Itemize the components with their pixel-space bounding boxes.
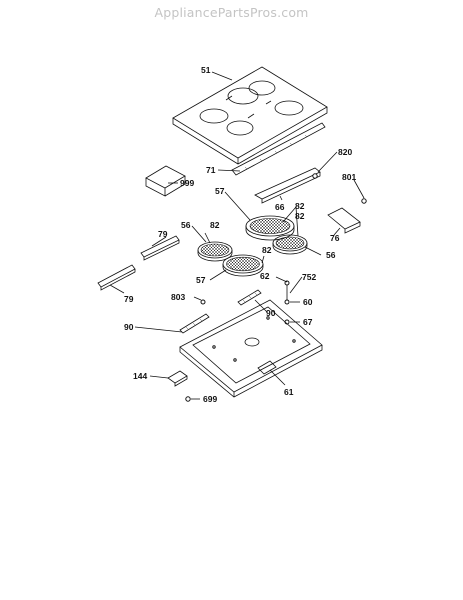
label-62: 62 (260, 271, 270, 281)
label-67: 67 (303, 317, 313, 327)
bracket-90-center-part[interactable] (237, 289, 262, 306)
label-56-left: 56 (181, 220, 191, 230)
bracket-144-part[interactable] (167, 370, 188, 387)
label-820: 820 (338, 147, 352, 157)
bracket-90-left-part[interactable] (179, 313, 210, 334)
label-57-upper: 57 (215, 186, 225, 196)
label-57-lower: 57 (196, 275, 206, 285)
label-66: 66 (275, 202, 285, 212)
leader-lines (109, 71, 365, 400)
label-82-upper-a: 82 (295, 201, 305, 211)
label-90-center: 90 (266, 308, 276, 318)
label-56-right: 56 (326, 250, 336, 260)
element-57-upper-part[interactable] (245, 215, 295, 241)
label-71: 71 (206, 165, 216, 175)
cooktop-glass-part[interactable] (172, 66, 328, 165)
kit-box-part[interactable] (145, 165, 186, 197)
label-144: 144 (133, 371, 147, 381)
label-803: 803 (171, 292, 185, 302)
site-watermark: AppliancePartsPros.com (154, 5, 309, 20)
label-76: 76 (330, 233, 340, 243)
label-79-upper: 79 (158, 229, 168, 239)
terminal-block-part[interactable] (327, 207, 361, 234)
part-labels: 51 820 71 999 801 57 66 82 82 76 79 56 8… (124, 65, 356, 404)
fastener-60-part[interactable] (284, 299, 290, 305)
label-90-left: 90 (124, 322, 134, 332)
burner-box-part[interactable] (179, 299, 323, 398)
label-79-lower: 79 (124, 294, 134, 304)
element-56-right-part[interactable] (272, 234, 308, 255)
label-51: 51 (201, 65, 211, 75)
rear-trim-strip-part[interactable] (231, 122, 326, 176)
label-999: 999 (180, 178, 194, 188)
side-bracket-79-upper-part[interactable] (140, 235, 180, 261)
side-bracket-79-lower-part[interactable] (97, 264, 136, 291)
fastener-803-part[interactable] (200, 299, 206, 305)
bracket-part[interactable] (254, 167, 321, 204)
element-56-left-part[interactable] (197, 241, 233, 262)
label-82-upper-b: 82 (295, 211, 305, 221)
label-61: 61 (284, 387, 294, 397)
label-699: 699 (203, 394, 217, 404)
label-82-left: 82 (210, 220, 220, 230)
element-57-lower-part[interactable] (222, 254, 264, 277)
label-801: 801 (342, 172, 356, 182)
fastener-699-part[interactable] (185, 396, 191, 402)
clip-820-part[interactable] (312, 173, 318, 179)
label-752: 752 (302, 272, 316, 282)
label-82-center: 82 (262, 245, 272, 255)
label-60: 60 (303, 297, 313, 307)
standoff-62-part[interactable] (284, 280, 290, 300)
screw-801-part[interactable] (361, 198, 367, 204)
